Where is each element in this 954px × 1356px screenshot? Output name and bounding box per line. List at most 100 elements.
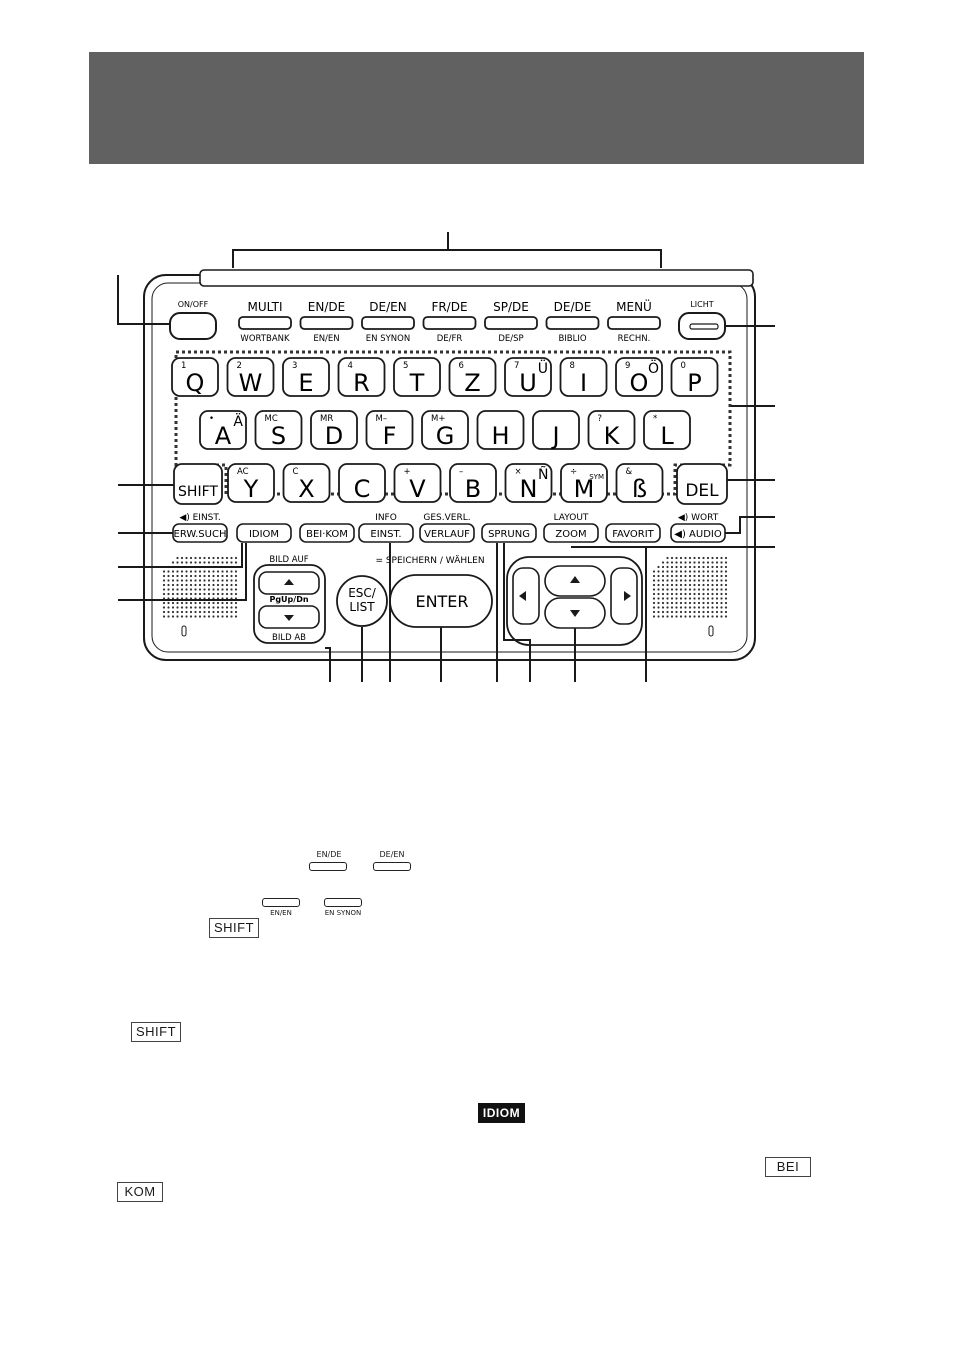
right-speaker-dot <box>697 570 701 573</box>
key-row3-6-top: ÷ <box>570 467 577 477</box>
bild-auf-label: BILD AUF <box>269 555 308 565</box>
key-row2-2-main: D <box>325 422 343 450</box>
right-speaker-dot <box>711 601 714 605</box>
left-speaker-dot <box>225 561 229 564</box>
key-row3-6-main: M <box>574 475 595 503</box>
right-speaker-dot <box>688 561 692 564</box>
right-speaker-dot <box>697 583 701 587</box>
right-indicator <box>708 625 714 637</box>
left-speaker-dot <box>207 615 211 618</box>
key-6 <box>504 357 552 397</box>
left-speaker-dot <box>171 606 175 609</box>
right-speaker-dot <box>661 592 665 596</box>
right-speaker-dot <box>711 570 714 573</box>
right-speaker-dot <box>720 565 723 569</box>
right-speaker-dot <box>684 597 687 600</box>
right-speaker-dot <box>720 556 723 560</box>
left-speaker-dot <box>198 574 202 578</box>
function-key-bottom-label: WORTBANK <box>240 334 290 344</box>
right-speaker-dot <box>711 574 714 578</box>
right-speaker-dot <box>666 570 669 573</box>
right-speaker-dot <box>661 565 665 569</box>
right-speaker-dot <box>715 579 719 582</box>
key-2-main: E <box>298 369 313 397</box>
left-speaker-dot <box>180 588 184 591</box>
left-speaker-dot <box>225 556 229 560</box>
small-key-label: ZOOM <box>555 529 586 540</box>
left-speaker-dot <box>230 579 233 582</box>
left-speaker-dot <box>176 606 179 609</box>
left-speaker-dot <box>230 601 233 605</box>
right-speaker-dot <box>684 570 687 573</box>
right-speaker-dot <box>706 561 710 564</box>
key-8-side: Ö <box>648 359 659 377</box>
right-speaker-dot <box>720 583 723 587</box>
right-speaker-dot <box>661 597 665 600</box>
right-speaker-dot <box>675 565 678 569</box>
left-speaker-dot <box>180 606 184 609</box>
key-row3-6 <box>560 463 608 503</box>
right-speaker-dot <box>675 561 678 564</box>
right-speaker-dot <box>684 583 687 587</box>
right-speaker-dot <box>666 588 669 591</box>
right-speaker-dot <box>688 592 692 596</box>
key-1-top: 2 <box>237 361 242 371</box>
del-key <box>676 463 728 505</box>
bottom-callout-line <box>325 647 331 682</box>
left-speaker-dot <box>189 574 193 578</box>
left-speaker-dot <box>194 574 197 578</box>
left-speaker-dot <box>194 570 197 573</box>
key-4-main: T <box>409 369 425 397</box>
de-en-key-icon <box>373 862 411 871</box>
left-speaker-dot <box>221 570 224 573</box>
right-speaker-dot <box>711 579 714 582</box>
right-speaker-dot <box>661 615 665 618</box>
power-button <box>169 312 217 340</box>
key-row2-1-top: MC <box>265 414 278 424</box>
function-key <box>238 316 292 330</box>
key-0-main: Q <box>186 369 205 397</box>
key-row3-0-top: AC <box>237 467 249 477</box>
left-speaker-dot <box>162 570 166 573</box>
right-speaker-dot <box>697 588 701 591</box>
right-speaker-dot <box>661 570 665 573</box>
left-speaker-dot <box>212 574 215 578</box>
left-speaker-dot <box>216 588 220 591</box>
function-key-top-label: FR/DE <box>431 300 467 314</box>
right-speaker-dot <box>702 588 705 591</box>
left-callout-line <box>117 275 170 325</box>
left-speaker-dot <box>189 583 193 587</box>
left-speaker-dot <box>207 579 211 582</box>
left-speaker-dot <box>176 583 179 587</box>
left-speaker-dot <box>207 556 211 560</box>
right-speaker-dot <box>670 565 674 569</box>
left-speaker-dot <box>171 583 175 587</box>
left-speaker-dot <box>162 592 166 596</box>
right-speaker-dot <box>670 556 674 560</box>
right-speaker-dot <box>679 583 683 587</box>
left-speaker-dot <box>189 570 193 573</box>
left-speaker-dot <box>212 606 215 609</box>
small-key-above-label: LAYOUT <box>554 513 589 523</box>
right-speaker-dot <box>661 601 665 605</box>
left-speaker-dot <box>203 583 206 587</box>
left-speaker-dot <box>167 615 170 618</box>
key-row2-8-main: L <box>660 422 674 450</box>
right-speaker-dot <box>675 556 678 560</box>
right-speaker-dot <box>702 610 705 614</box>
key-row3-3-main: V <box>409 475 426 503</box>
right-speaker-dot <box>706 597 710 600</box>
small-key-label: ◀) AUDIO <box>674 529 722 540</box>
key-9 <box>670 357 719 397</box>
right-speaker-dot <box>697 592 701 596</box>
small-key <box>481 523 537 543</box>
key-row3-4-top: – <box>459 467 463 477</box>
left-speaker-dot <box>230 570 233 573</box>
right-speaker-dot <box>711 606 714 609</box>
right-speaker-dot <box>679 615 683 618</box>
left-speaker-dot <box>194 556 197 560</box>
right-speaker-dot <box>706 601 710 605</box>
left-speaker-dot <box>189 579 193 582</box>
key-row2-0-top: • <box>209 414 214 424</box>
right-speaker-dot <box>688 597 692 600</box>
